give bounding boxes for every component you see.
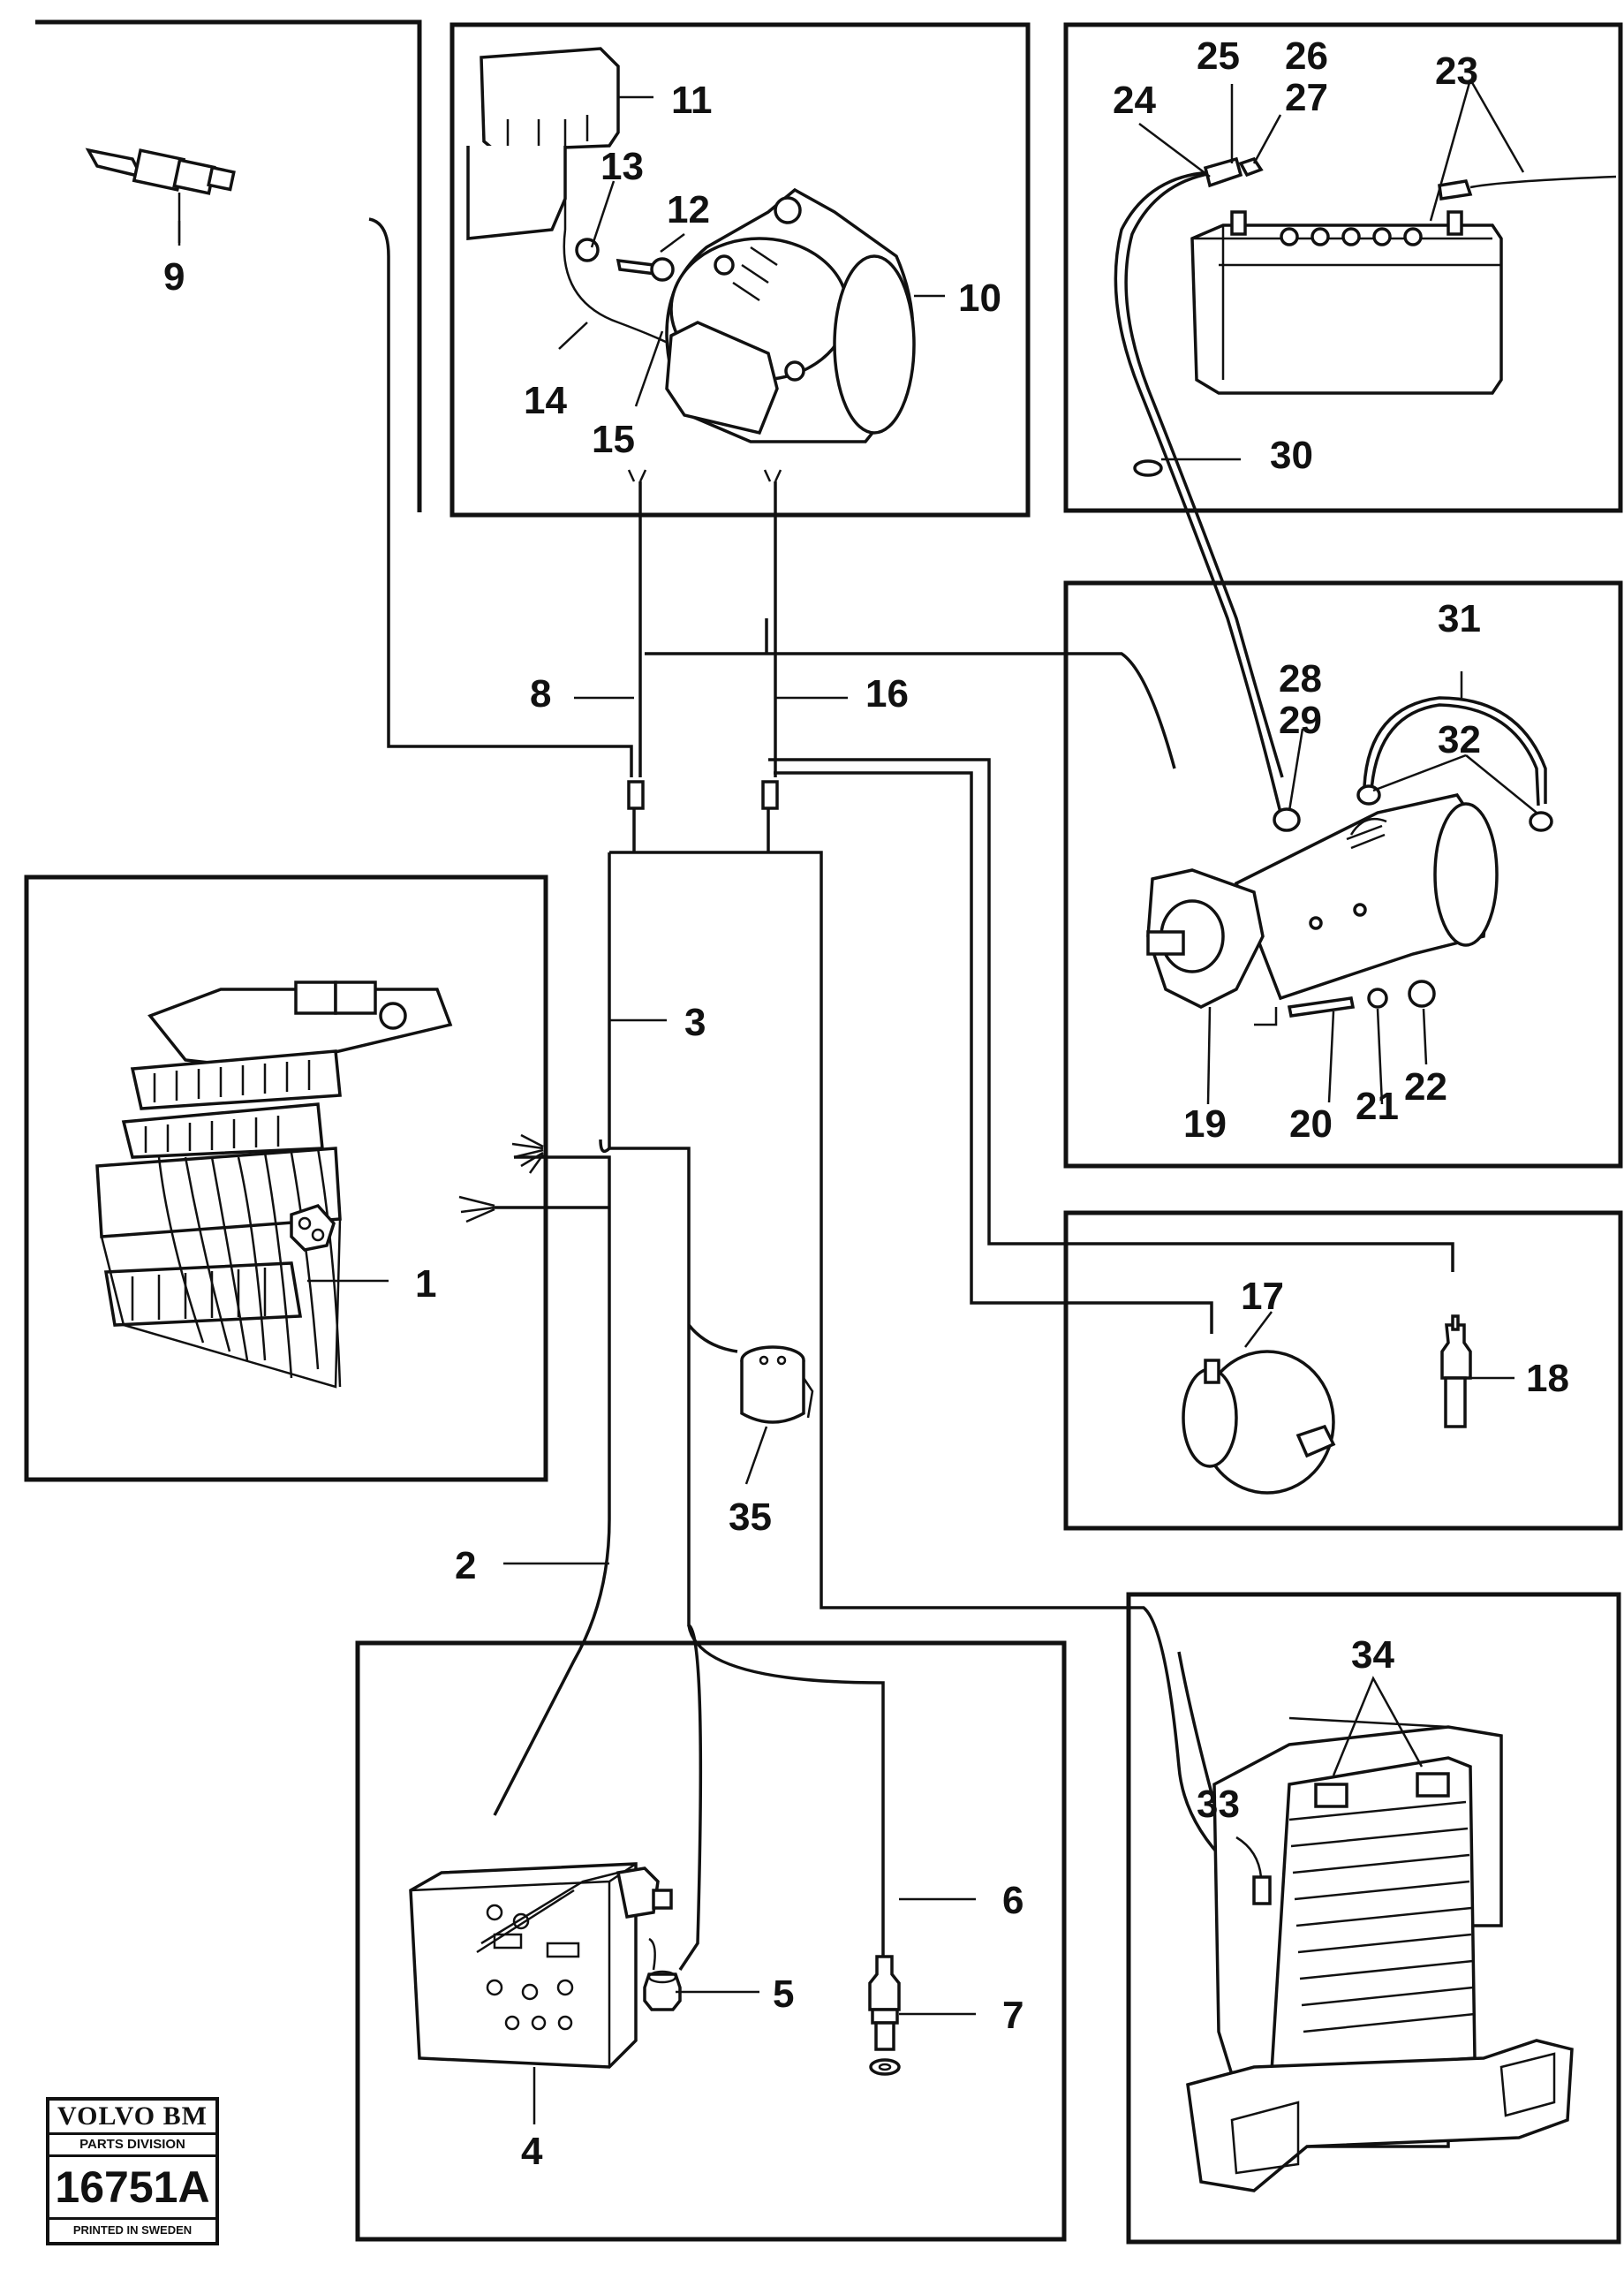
callout-28: 28: [1279, 657, 1322, 700]
callout-20: 20: [1289, 1102, 1333, 1146]
callout-13: 13: [601, 145, 644, 188]
callout-22: 22: [1404, 1065, 1447, 1109]
washer-part-21: [1367, 988, 1388, 1009]
panel-frames: [24, 19, 1623, 2245]
callout-1: 1: [415, 1262, 436, 1306]
washer-part-13: [575, 238, 600, 262]
battery-assembly: [1114, 156, 1617, 814]
panel-control-unit: [24, 874, 548, 1482]
battery-part: [1190, 223, 1503, 395]
callout-6: 6: [1002, 1879, 1023, 1922]
callout-18: 18: [1526, 1357, 1569, 1400]
logo-printed: PRINTED IN SWEDEN: [72, 2223, 193, 2237]
leader-lines: [178, 79, 1537, 2124]
callout-35: 35: [729, 1495, 772, 1539]
callout-3: 3: [684, 1001, 706, 1044]
callout-2: 2: [455, 1544, 476, 1587]
panel-battery: [1063, 22, 1623, 513]
panel-engine-block: [355, 1640, 1067, 2242]
callout-11: 11: [671, 79, 713, 122]
callout-34: 34: [1351, 1633, 1394, 1677]
logo-brand: VOLVO BM: [49, 2101, 215, 2135]
panel-starter: [1063, 580, 1623, 1169]
logo-division: PARTS DIVISION: [49, 2135, 215, 2157]
callout-32: 32: [1438, 718, 1481, 761]
callout-12: 12: [667, 188, 710, 231]
callout-23: 23: [1435, 49, 1478, 93]
panel-radiator: [1126, 1592, 1621, 2245]
injection-pump-part-4: [409, 1862, 673, 2069]
callout-24: 24: [1113, 79, 1156, 122]
splice-connector-left: [627, 780, 645, 810]
callout-27: 27: [1285, 76, 1328, 119]
callout-16: 16: [865, 672, 909, 716]
cable-part-24: [1114, 170, 1282, 814]
wiring-harness: [368, 217, 1454, 1971]
callout-5: 5: [773, 1972, 794, 2016]
screw-part-12: [616, 258, 658, 276]
panel-sensors: [1063, 1210, 1623, 1531]
central-electric-unit-part-1: [95, 980, 453, 1389]
stud-part-20: [1287, 996, 1356, 1018]
starter-assembly: [1146, 696, 1553, 1026]
cable-clip-part-30: [1133, 459, 1163, 477]
regulator-part-11: [480, 47, 620, 152]
callout-14: 14: [524, 379, 567, 422]
radiator-grille: [1186, 1676, 1574, 2192]
temp-sender-part-6: [868, 1955, 901, 2051]
callout-19: 19: [1183, 1102, 1227, 1146]
callout-10: 10: [958, 276, 1001, 320]
callout-15: 15: [592, 418, 635, 461]
callout-26: 26: [1285, 34, 1328, 78]
pressure-sensor-part-5: [643, 1937, 682, 2011]
washer-part-7: [869, 2058, 901, 2076]
nut-part-22: [1408, 980, 1436, 1008]
temperature-sensor-part-9: [85, 148, 236, 243]
callout-33: 33: [1197, 1783, 1240, 1826]
callout-29: 29: [1279, 699, 1322, 742]
callout-labels: 9 11 13 12 10 14 15 24 25 26 27 23 30 8 …: [163, 34, 1569, 2173]
callout-30: 30: [1270, 434, 1313, 477]
illustration-code: 16751A: [49, 2157, 215, 2220]
callout-21: 21: [1356, 1085, 1399, 1128]
splice-connector-right: [761, 780, 779, 810]
panel-alternator: [449, 22, 1031, 518]
cable-part-31: [1363, 696, 1547, 804]
callout-8: 8: [530, 672, 551, 716]
callout-4: 4: [521, 2130, 543, 2173]
temp-switch-part-18: [1440, 1323, 1472, 1380]
relay-part-35: [740, 1345, 814, 1424]
callout-25: 25: [1197, 34, 1240, 78]
sensor-assembly: [1182, 1314, 1472, 1495]
volvo-bm-parts-stamp: VOLVO BM PARTS DIVISION 16751A PRINTED I…: [46, 2097, 219, 2245]
callout-7: 7: [1002, 1994, 1023, 2037]
callout-9: 9: [163, 255, 185, 299]
callout-17: 17: [1241, 1275, 1284, 1318]
panel-temp-sensor: [35, 19, 422, 512]
callout-31: 31: [1438, 597, 1481, 640]
